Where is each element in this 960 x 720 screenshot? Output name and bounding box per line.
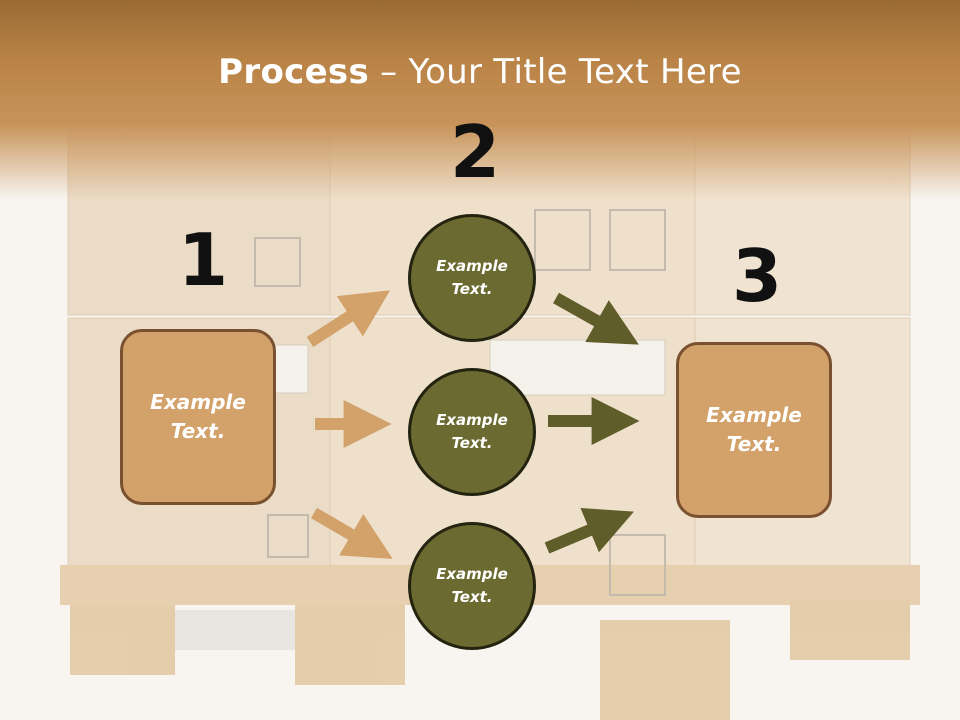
circle-bottom-text: Example Text.: [436, 565, 508, 606]
step-number-3: 3: [732, 234, 783, 318]
step-3-box[interactable]: Example Text.: [676, 342, 832, 518]
step-number-1: 1: [178, 218, 229, 302]
header-band: [0, 0, 960, 200]
step-3-text: Example Text.: [706, 403, 802, 456]
circle-bottom[interactable]: Example Text.: [408, 522, 536, 650]
step-1-text: Example Text.: [150, 390, 246, 443]
circle-middle-text: Example Text.: [436, 411, 508, 452]
arrow-top-to-3: [553, 292, 639, 345]
title-bold: Process: [218, 52, 370, 92]
arrow-1-to-bottom: [310, 507, 393, 559]
page-title: Process – Your Title Text Here: [0, 52, 960, 92]
circle-top[interactable]: Example Text.: [408, 214, 536, 342]
circle-middle[interactable]: Example Text.: [408, 368, 536, 496]
step-1-box[interactable]: Example Text.: [120, 329, 276, 505]
arrow-bottom-to-3: [544, 508, 634, 554]
step-number-2: 2: [450, 110, 501, 194]
arrow-1-to-top: [306, 290, 391, 348]
circle-top-text: Example Text.: [436, 257, 508, 298]
title-rest: – Your Title Text Here: [369, 52, 742, 92]
